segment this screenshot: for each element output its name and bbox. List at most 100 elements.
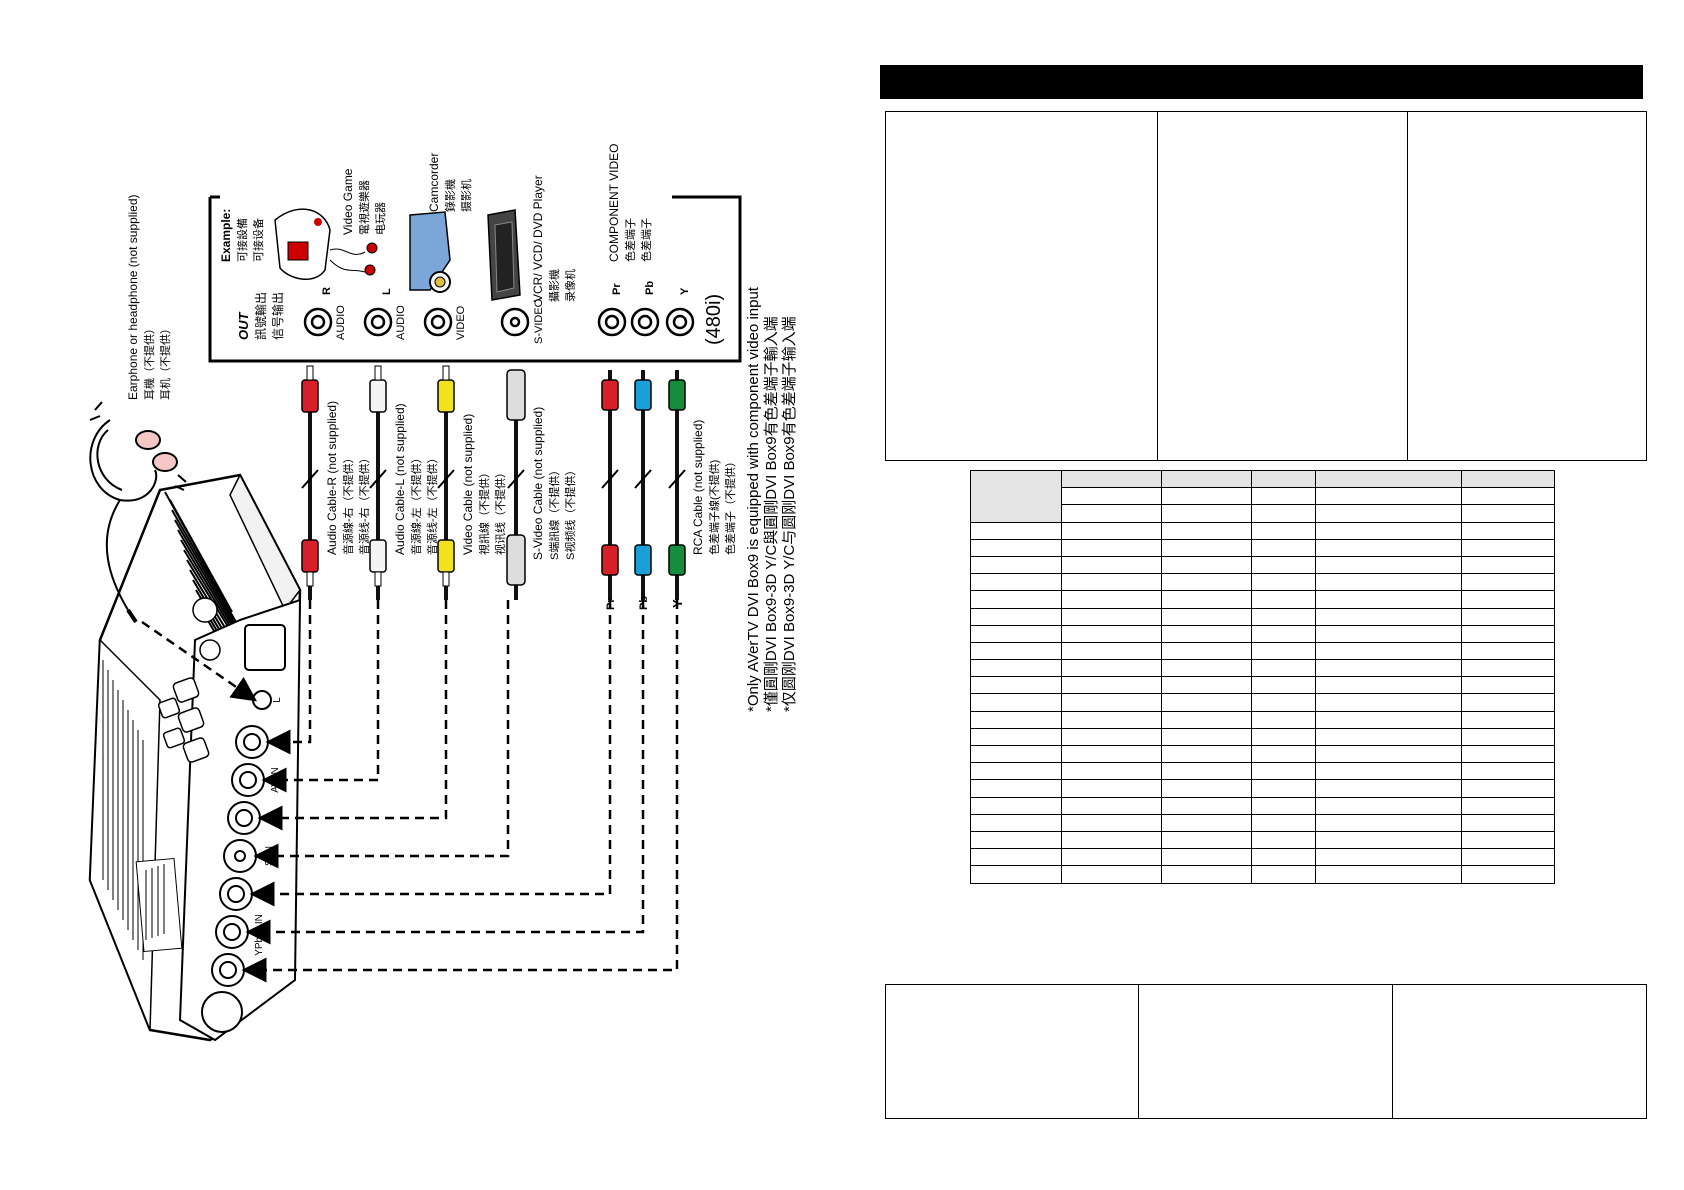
table-cell — [1251, 624, 1316, 643]
earphone-label-zh-simp: 耳机（不提供） — [158, 323, 172, 400]
table-cell — [1461, 607, 1555, 626]
table-cell — [1461, 521, 1555, 540]
table-cell — [1315, 848, 1462, 867]
table-cell — [1251, 693, 1316, 712]
table-cell — [1061, 727, 1162, 747]
table-cell — [1315, 521, 1462, 540]
out-label-group: OUT 訊號輸出 信号输出 — [236, 292, 285, 340]
table-cell — [1461, 641, 1555, 661]
device-port-label-ypbpr: YPbPr IN — [254, 914, 265, 956]
table-cell — [1061, 538, 1162, 557]
table-cell — [1061, 624, 1162, 643]
table-cell — [1315, 555, 1462, 575]
table-cell — [1251, 676, 1316, 695]
table-cell — [1161, 555, 1252, 575]
table-cell — [1161, 469, 1252, 489]
resolution-label: (480i) — [703, 294, 725, 345]
table-cell — [1251, 555, 1316, 575]
mark-y: Y — [679, 287, 691, 295]
right-panel — [880, 0, 1680, 1190]
device-top-buttons — [157, 597, 221, 763]
spec-table — [970, 469, 1555, 884]
headphones-icon — [89, 401, 187, 624]
video-game-zh-trad: 電視遊樂器 — [357, 180, 371, 235]
cable-label-video: Video Cable (not supplied) 視訊線（不提供） 视讯线（… — [461, 414, 507, 555]
device-port-label-l: L — [272, 697, 283, 703]
example-jacks — [303, 307, 695, 337]
table-row — [970, 469, 1555, 523]
video-game-label-group: Video Game 電視遊樂器 电玩器 — [341, 168, 387, 235]
component-note-group: *Only AVerTV DVI Box9 is equipped with c… — [745, 286, 798, 712]
earphone-label: Earphone or headphone (not supplied) — [126, 195, 140, 401]
table-row — [970, 676, 1555, 695]
table-cell — [1161, 813, 1252, 832]
table-cell — [1461, 624, 1555, 643]
vcr-zh-trad: 攝影機 — [547, 269, 561, 302]
cable-video — [437, 365, 455, 600]
earphone-label-zh-trad: 耳機（不提供） — [142, 323, 156, 400]
table-row — [970, 521, 1555, 540]
table-cell — [1061, 830, 1162, 850]
cable-break-marks — [301, 469, 686, 489]
table-cell — [1315, 710, 1462, 729]
cable-audio-l — [369, 365, 387, 600]
table-cell — [1161, 779, 1252, 798]
table-cell — [1315, 659, 1462, 678]
table-cell — [970, 676, 1062, 695]
table-cell — [1461, 659, 1555, 678]
mark-l: L — [381, 288, 393, 295]
mark-pb: Pb — [644, 281, 656, 295]
cable-label-audio-r: Audio Cable-R (not supplied) 音源線-右（不提供） … — [325, 401, 371, 555]
table-cell — [970, 573, 1062, 592]
camcorder-label: Camcorder — [427, 153, 441, 212]
table-cell — [1315, 676, 1462, 695]
table-cell — [1461, 538, 1555, 557]
top-box-row — [885, 111, 1647, 461]
cable-audio-r — [301, 365, 319, 600]
component-zh-simp: 色差端子 — [639, 218, 653, 262]
table-cell — [1061, 762, 1162, 781]
cable-rca-label: RCA Cable (not supplied) — [691, 420, 705, 555]
table-cell — [1315, 762, 1462, 781]
table-cell — [1251, 779, 1316, 798]
table-cell — [1161, 848, 1252, 867]
cable-audio-l-zh-trad: 音源線-左（不提供） — [409, 452, 423, 555]
top-box-1 — [886, 112, 1159, 460]
table-row — [970, 624, 1555, 643]
table-cell — [1315, 865, 1462, 884]
table-row — [970, 555, 1555, 575]
table-cell — [1161, 659, 1252, 678]
table-cell — [1315, 796, 1462, 815]
camcorder-zh-trad: 錄影機 — [443, 179, 457, 212]
table-cell — [1251, 573, 1316, 592]
out-label-zh-trad: 訊號輸出 — [253, 292, 268, 340]
jack-video: VIDEO — [455, 305, 467, 340]
table-cell — [1251, 796, 1316, 815]
table-cell — [1315, 779, 1462, 798]
table-row — [970, 762, 1555, 781]
table-cell — [1315, 624, 1462, 643]
table-cell — [1461, 865, 1555, 884]
out-label-zh-simp: 信号输出 — [270, 292, 285, 340]
cable-video-zh-simp: 视讯线（不提供） — [493, 467, 507, 555]
top-box-2 — [1158, 112, 1408, 460]
table-row — [970, 848, 1555, 867]
jack-audio-l: AUDIO — [395, 305, 407, 340]
table-cell — [1251, 487, 1316, 506]
table-cell — [1061, 659, 1162, 678]
table-cell — [970, 744, 1062, 764]
table-cell — [970, 538, 1062, 557]
cable-audio-l-zh-simp: 音源线-左（不提供） — [425, 452, 439, 555]
table-cell — [970, 796, 1062, 815]
table-cell — [1251, 607, 1316, 626]
table-cell — [1461, 779, 1555, 798]
table-cell — [1161, 487, 1252, 506]
dvi-box-device: L AV IN S-IN YPbPr IN — [88, 473, 302, 1042]
table-row — [970, 693, 1555, 712]
table-cell — [1461, 762, 1555, 781]
table-cell — [1161, 830, 1252, 850]
table-cell — [1161, 865, 1252, 884]
table-cell — [1315, 693, 1462, 712]
cable-svideo-zh-simp: S视频线（不提供） — [563, 465, 577, 560]
table-cell — [1461, 487, 1555, 506]
